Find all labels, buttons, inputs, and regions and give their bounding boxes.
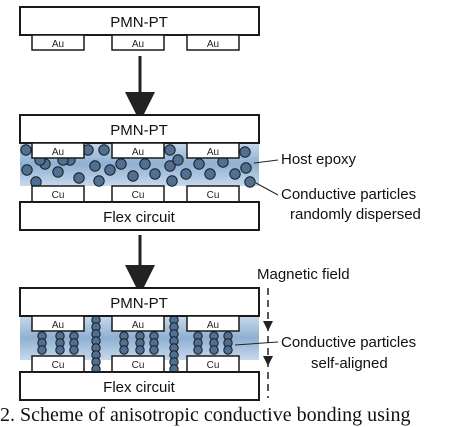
cu-label: Cu: [52, 190, 65, 201]
conductive-particle: [98, 144, 110, 156]
conductive-particle: [240, 162, 252, 174]
au-label: Au: [207, 320, 219, 331]
conductive-particle: [69, 345, 79, 355]
conductive-particle: [21, 164, 33, 176]
conductive-particle: [239, 146, 251, 158]
conductive-particle: [209, 345, 219, 355]
au-label: Au: [207, 147, 219, 158]
aligned-particles: [37, 315, 233, 374]
pmn-pt-label: PMN-PT: [110, 295, 168, 312]
au-electrode: [31, 34, 85, 51]
conductive-particle: [149, 345, 159, 355]
au-electrode: [111, 34, 165, 51]
au-electrode: [186, 142, 240, 159]
conductive-particle: [55, 345, 65, 355]
au-label: Au: [207, 39, 219, 50]
conductive-particle: [89, 160, 101, 172]
conductive-particle: [193, 345, 203, 355]
au-electrode: [186, 34, 240, 51]
conductive-particle: [115, 158, 127, 170]
pmn-pt-label: PMN-PT: [110, 14, 168, 31]
acf-bonding-diagram: PMN-PT Au Au Au PMN-PT Au Au Au Cu Cu Cu…: [19, 6, 421, 401]
conductive-particle: [20, 144, 32, 156]
conductive-particle: [93, 175, 105, 187]
cu-label: Cu: [132, 360, 145, 371]
au-electrode: [111, 315, 165, 332]
pmn-pt-layer: [19, 114, 260, 144]
au-electrode: [111, 142, 165, 159]
conductive-particle: [73, 172, 85, 184]
flex-circuit-label: Flex circuit: [103, 379, 176, 396]
stage-3: PMN-PT Au Au Au Cu Cu Cu Flex circuit: [19, 287, 260, 401]
cu-label: Cu: [52, 360, 65, 371]
conductive-particle: [52, 166, 64, 178]
au-electrode: [31, 142, 85, 159]
au-label: Au: [132, 147, 144, 158]
au-electrode: [186, 315, 240, 332]
conductive-particle: [223, 345, 233, 355]
cu-label: Cu: [207, 360, 220, 371]
conductive-particle: [164, 144, 176, 156]
conductive-particle: [172, 154, 184, 166]
au-label: Au: [52, 147, 64, 158]
conductive-particle: [204, 168, 216, 180]
cu-label: Cu: [132, 190, 145, 201]
host-epoxy-label: Host epoxy: [281, 151, 357, 168]
conductive-particle: [193, 158, 205, 170]
conductive-particle: [244, 176, 256, 188]
au-label: Au: [132, 39, 144, 50]
field-arrow-icon: [263, 321, 273, 331]
leader-line: [255, 182, 279, 196]
cu-label: Cu: [207, 190, 220, 201]
figure-caption: 2. Scheme of anisotropic conductive bond…: [0, 404, 411, 426]
conductive-particle: [139, 158, 151, 170]
pmn-pt-label: PMN-PT: [110, 122, 168, 139]
flex-circuit-label: Flex circuit: [103, 209, 176, 226]
flex-circuit-layer: [19, 201, 260, 231]
field-arrow-icon: [263, 356, 273, 366]
leader-line: [234, 341, 279, 346]
conductive-particle: [166, 175, 178, 187]
au-label: Au: [132, 320, 144, 331]
stage-2: PMN-PT Au Au Au Cu Cu Cu Flex circuit: [19, 114, 260, 231]
conductive-particle: [127, 170, 139, 182]
conductive-particle: [149, 168, 161, 180]
leader-line: [253, 159, 279, 164]
au-electrode: [31, 315, 85, 332]
conductive-particle: [119, 345, 129, 355]
magnetic-field-label: Magnetic field: [257, 266, 350, 283]
conductive-particle: [229, 168, 241, 180]
stage-1: PMN-PT Au Au Au: [19, 6, 260, 51]
au-label: Au: [52, 39, 64, 50]
particles-aligned-label: self-aligned: [311, 355, 388, 372]
conductive-particle: [135, 345, 145, 355]
conductive-particle: [180, 168, 192, 180]
au-label: Au: [52, 320, 64, 331]
conductive-particle: [37, 345, 47, 355]
conductive-particle: [104, 164, 116, 176]
random-particles: [20, 144, 256, 188]
flex-circuit-layer: [19, 371, 260, 401]
particles-aligned-label: Conductive particles: [281, 334, 416, 351]
conductive-particle: [164, 160, 176, 172]
particles-random-label: randomly dispersed: [290, 206, 421, 223]
particles-random-label: Conductive particles: [281, 186, 416, 203]
